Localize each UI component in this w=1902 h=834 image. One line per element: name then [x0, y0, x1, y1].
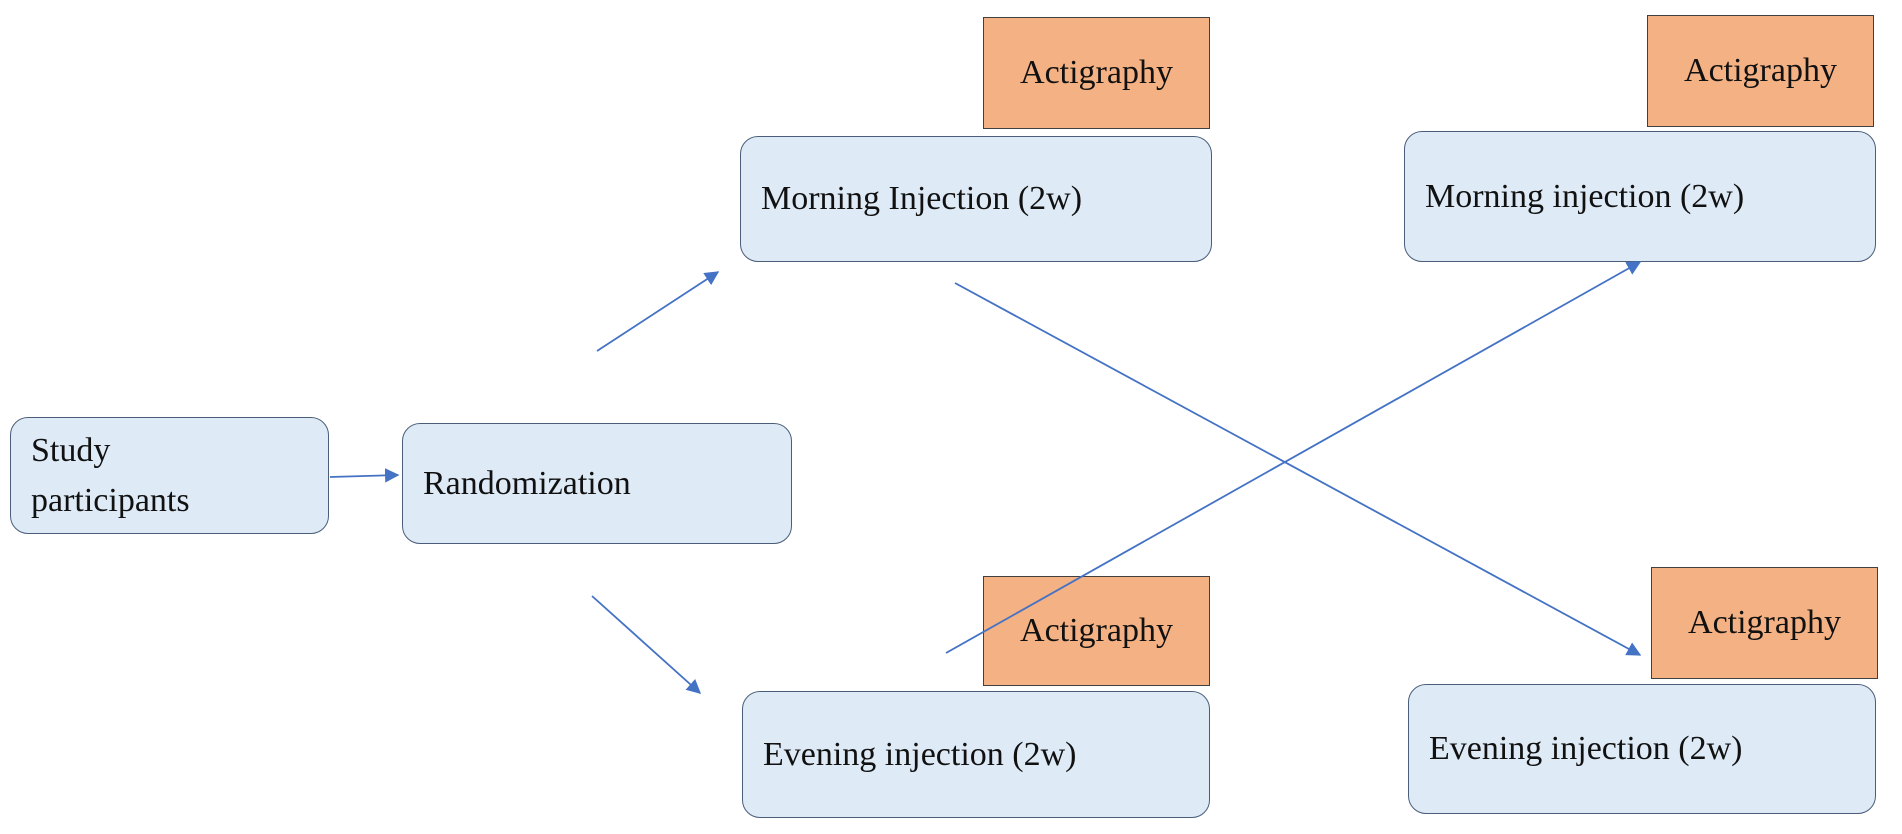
arrow-randomization-to-evening — [591, 595, 702, 694]
evening-injection-period-1-box: Evening injection (2w) — [742, 691, 1210, 818]
arrow-participants-to-randomization — [329, 468, 400, 483]
actigraphy-tag-morning-period-1: Actigraphy — [983, 17, 1210, 129]
morning-injection-period-2-label: Morning injection (2w) — [1425, 177, 1745, 215]
morning-injection-period-1-label: Morning Injection (2w) — [761, 180, 1083, 218]
evening-injection-period-2-box: Evening injection (2w) — [1408, 684, 1876, 814]
actigraphy-tag-evening-period-2: Actigraphy — [1651, 567, 1878, 679]
evening-injection-period-2-label: Evening injection (2w) — [1429, 730, 1743, 768]
morning-injection-period-2-box: Morning injection (2w) — [1404, 131, 1876, 262]
randomization-label: Randomization — [423, 464, 631, 502]
actigraphy-tag-morning-period-2: Actigraphy — [1647, 15, 1874, 127]
evening-injection-period-1-label: Evening injection (2w) — [763, 735, 1077, 773]
morning-injection-period-1-box: Morning Injection (2w) — [740, 136, 1212, 262]
study-participants-label: Study participants — [31, 432, 190, 519]
study-participants-box: Study participants — [10, 417, 329, 534]
randomization-box: Randomization — [402, 423, 792, 544]
arrow-randomization-to-morning — [596, 271, 720, 352]
actigraphy-tag-evening-period-1: Actigraphy — [983, 576, 1210, 686]
